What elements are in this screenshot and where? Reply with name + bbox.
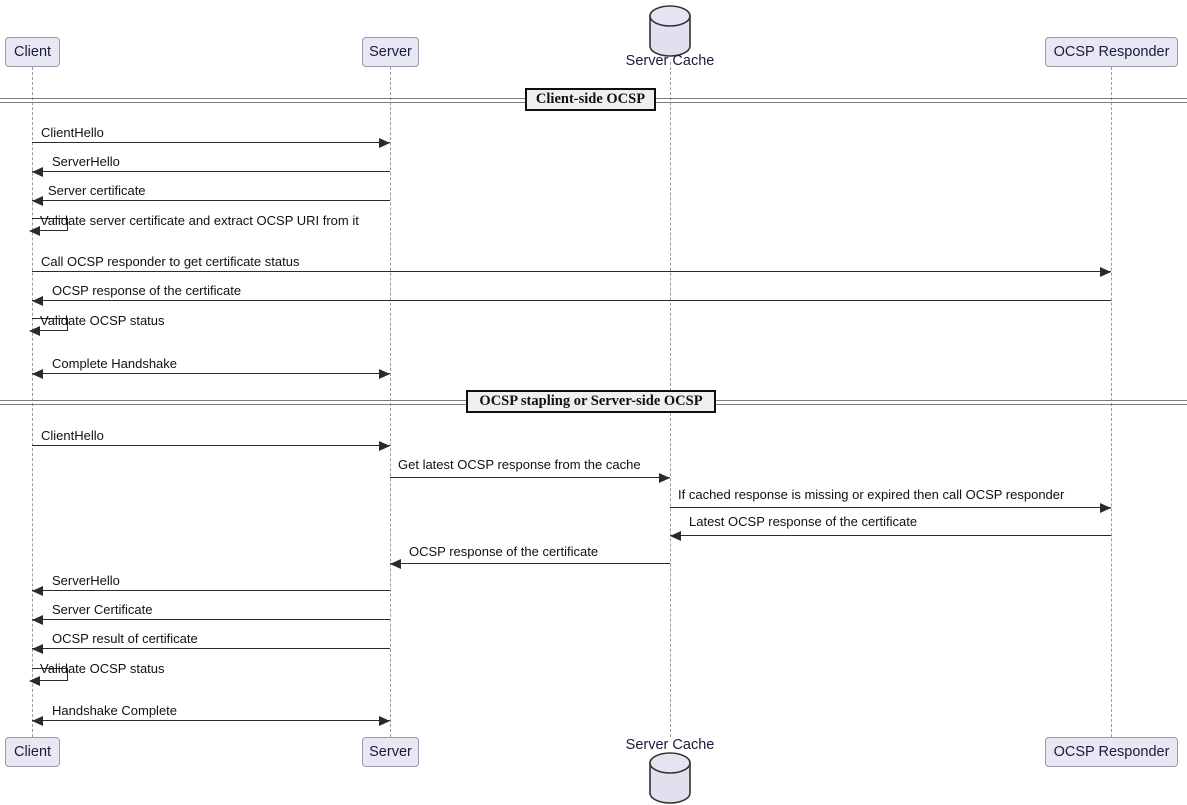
message-label-m18: Handshake Complete bbox=[52, 703, 178, 718]
message-label-m2: ServerHello bbox=[52, 154, 120, 169]
participant-server-bottom[interactable]: Server bbox=[362, 737, 419, 767]
section-label-server-side: OCSP stapling or Server-side OCSP bbox=[466, 390, 716, 413]
participant-label-cache-top: Server Cache bbox=[625, 53, 715, 69]
arrowhead-left-m3 bbox=[32, 196, 43, 206]
message-label-m6: OCSP response of the certificate bbox=[52, 283, 242, 298]
message-label-m1: ClientHello bbox=[41, 125, 104, 140]
message-label-m15: Server Certificate bbox=[52, 602, 153, 617]
message-line-m1 bbox=[32, 142, 390, 143]
message-label-m11: If cached response is missing or expired… bbox=[678, 487, 1065, 502]
message-label-m13: OCSP response of the certificate bbox=[409, 544, 599, 559]
arrowhead-left-m8 bbox=[32, 369, 43, 379]
arrowhead-left-m13 bbox=[390, 559, 401, 569]
participant-responder-bottom[interactable]: OCSP Responder bbox=[1045, 737, 1178, 767]
message-label-m3: Server certificate bbox=[48, 183, 146, 198]
participant-server-top[interactable]: Server bbox=[362, 37, 419, 67]
message-label-m12: Latest OCSP response of the certificate bbox=[689, 514, 918, 529]
message-label-m5: Call OCSP responder to get certificate s… bbox=[41, 254, 300, 269]
self-message-m7 bbox=[32, 318, 68, 331]
message-label-m9: ClientHello bbox=[41, 428, 104, 443]
message-line-m2 bbox=[32, 171, 390, 172]
arrowhead-right-m10 bbox=[659, 473, 670, 483]
message-label-m8: Complete Handshake bbox=[52, 356, 178, 371]
message-line-m5 bbox=[32, 271, 1111, 272]
lifeline-server bbox=[390, 67, 391, 737]
arrowhead-right-m1 bbox=[379, 138, 390, 148]
message-label-m4: Validate server certificate and extract … bbox=[40, 213, 359, 228]
self-message-m17 bbox=[32, 668, 68, 681]
arrowhead-left-m12 bbox=[670, 531, 681, 541]
message-line-m12 bbox=[670, 535, 1111, 536]
arrowhead-left-m18 bbox=[32, 716, 43, 726]
lifeline-responder bbox=[1111, 67, 1112, 737]
arrowhead-right-m11 bbox=[1100, 503, 1111, 513]
message-line-m18 bbox=[32, 720, 390, 721]
arrowhead-left-m6 bbox=[32, 296, 43, 306]
message-label-m17: Validate OCSP status bbox=[40, 661, 165, 676]
arrowhead-right-m5 bbox=[1100, 267, 1111, 277]
participant-cylinder-cache-bottom bbox=[648, 752, 692, 804]
message-line-m16 bbox=[32, 648, 390, 649]
message-line-m13 bbox=[390, 563, 670, 564]
arrowhead-right-m18 bbox=[379, 716, 390, 726]
participant-cylinder-cache-top bbox=[648, 5, 692, 57]
message-label-m16: OCSP result of certificate bbox=[52, 631, 198, 646]
arrowhead-right-m8 bbox=[379, 369, 390, 379]
message-label-m7: Validate OCSP status bbox=[40, 313, 165, 328]
participant-client-top[interactable]: Client bbox=[5, 37, 60, 67]
lifeline-client bbox=[32, 67, 33, 737]
message-line-m3 bbox=[32, 200, 390, 201]
self-message-m4 bbox=[32, 218, 68, 231]
arrowhead-left-m15 bbox=[32, 615, 43, 625]
participant-responder-top[interactable]: OCSP Responder bbox=[1045, 37, 1178, 67]
participant-client-bottom[interactable]: Client bbox=[5, 737, 60, 767]
message-line-m10 bbox=[390, 477, 670, 478]
arrowhead-left-m4 bbox=[29, 226, 40, 236]
message-line-m6 bbox=[32, 300, 1111, 301]
arrowhead-right-m9 bbox=[379, 441, 390, 451]
message-line-m14 bbox=[32, 590, 390, 591]
section-label-client-side: Client-side OCSP bbox=[525, 88, 656, 111]
arrowhead-left-m7 bbox=[29, 326, 40, 336]
message-line-m9 bbox=[32, 445, 390, 446]
message-line-m11 bbox=[670, 507, 1111, 508]
message-label-m14: ServerHello bbox=[52, 573, 120, 588]
participant-label-cache-bottom: Server Cache bbox=[625, 737, 715, 753]
message-line-m8 bbox=[32, 373, 390, 374]
arrowhead-left-m2 bbox=[32, 167, 43, 177]
message-line-m15 bbox=[32, 619, 390, 620]
arrowhead-left-m14 bbox=[32, 586, 43, 596]
arrowhead-left-m17 bbox=[29, 676, 40, 686]
message-label-m10: Get latest OCSP response from the cache bbox=[398, 457, 641, 472]
arrowhead-left-m16 bbox=[32, 644, 43, 654]
